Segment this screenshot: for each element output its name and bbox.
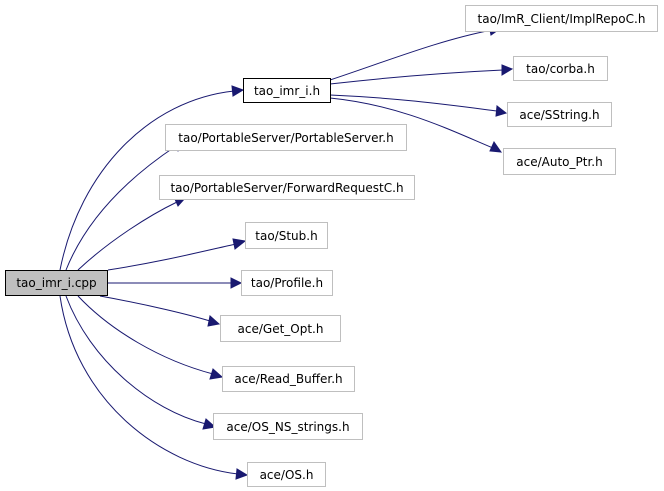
node-stub-h[interactable]: tao/Stub.h [245,222,328,249]
node-implrepoc-h[interactable]: tao/ImR_Client/ImplRepoC.h [465,5,658,32]
node-corba-h[interactable]: tao/corba.h [513,56,608,81]
node-sstring-h[interactable]: ace/SString.h [507,102,612,127]
edge-root-to-profile [108,277,243,289]
node-os-ns-strings-h[interactable]: ace/OS_NS_strings.h [213,413,363,440]
edge-root-to-get-opt [99,295,221,327]
node-get-opt-h[interactable]: ace/Get_Opt.h [220,315,341,342]
node-portableserver-h[interactable]: tao/PortableServer/PortableServer.h [165,124,407,151]
edge-tao-imr-i-h-to-corba [329,64,514,85]
edge-root-to-read-buffer [77,295,224,380]
node-auto-ptr-h[interactable]: ace/Auto_Ptr.h [503,148,616,175]
edge-tao-imr-i-h-to-sstring [329,94,508,117]
node-os-h[interactable]: ace/OS.h [247,462,326,487]
edge-root-to-stub [107,238,247,271]
node-tao-imr-i-h[interactable]: tao_imr_i.h [243,78,331,103]
edge-root-to-tao-imr-i-h [59,85,245,271]
edge-root-to-os-ns-strings [65,295,217,430]
edge-tao-imr-i-h-to-auto-ptr [329,97,503,153]
node-profile-h[interactable]: tao/Profile.h [241,270,333,296]
node-tao-imr-i-cpp[interactable]: tao_imr_i.cpp [5,270,108,296]
node-read-buffer-h[interactable]: ace/Read_Buffer.h [222,366,355,392]
edge-root-to-portableserver [65,140,185,271]
edge-root-to-os [59,295,249,480]
node-forwardrequestc-h[interactable]: tao/PortableServer/ForwardRequestC.h [159,175,415,200]
